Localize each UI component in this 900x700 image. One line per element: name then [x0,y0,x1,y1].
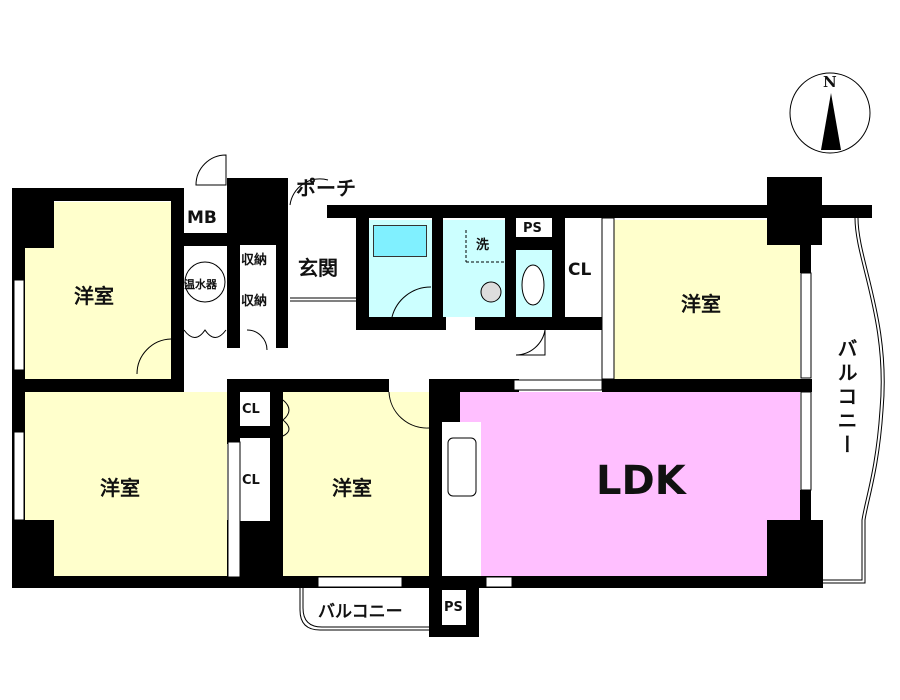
ps-bottom-box [442,590,466,625]
wall [602,379,812,392]
wall [184,233,240,246]
balcony-right-label: バルコニー [834,338,858,458]
wall [227,178,240,348]
ps-top-label: PS [523,221,542,236]
ldk-fill [460,392,800,576]
washroom-label: 洗 [476,238,490,253]
wall [356,317,446,330]
compass-arrow-icon [790,73,870,153]
western-room-top-right-fill [614,220,800,380]
western-room-top-left-label: 洋室 [74,284,114,308]
wall [800,218,811,273]
western-room-bottom-left-label: 洋室 [100,476,140,500]
balcony-bottom-label: バルコニー [318,602,403,622]
wall [429,379,442,637]
ldk-label: LDK [596,458,686,504]
compass-north-label: N [823,73,837,91]
mb-box [184,202,227,233]
western-room-bottom-left-fill [25,392,227,576]
western-room-center-fill [283,392,429,576]
storage-box-2 [240,282,276,318]
ps-bottom-label: PS [444,600,463,615]
wall [12,188,54,248]
western-room-top-right-label: 洋室 [681,292,721,316]
western-room-center-label: 洋室 [332,476,372,500]
cl-top-right-box [565,220,602,317]
wall [276,268,288,348]
wall [475,317,602,330]
bathtub [373,225,427,257]
porch-label: ポーチ [296,176,356,200]
cl-mid-2-label: CL [242,473,260,488]
cl-mid-1-label: CL [242,402,260,417]
mb-label: MB [187,208,217,228]
cl-mid-1-box [240,392,270,426]
storage-box-1 [240,245,276,270]
wall [442,392,460,422]
wall [227,379,389,392]
wall [356,205,369,330]
wall [327,205,872,218]
wall [432,205,443,330]
wall [227,426,283,438]
wall [429,379,519,392]
wall [767,177,822,245]
water-heater-label: 温水器 [184,278,217,291]
entrance-label: 玄関 [298,256,338,280]
wall [12,379,184,392]
wall [516,237,552,250]
wall [552,205,565,330]
storage-label-1: 収納 [241,253,268,268]
wall [800,490,811,530]
wall [505,205,516,330]
wall [430,576,823,588]
water-heater-box [184,247,227,317]
wall [12,188,182,201]
ps-top-box [516,220,552,237]
storage-label-2: 収納 [241,294,268,309]
wall [171,188,184,384]
cl-mid-2-box [240,441,270,521]
cl-top-right-label: CL [568,260,592,280]
